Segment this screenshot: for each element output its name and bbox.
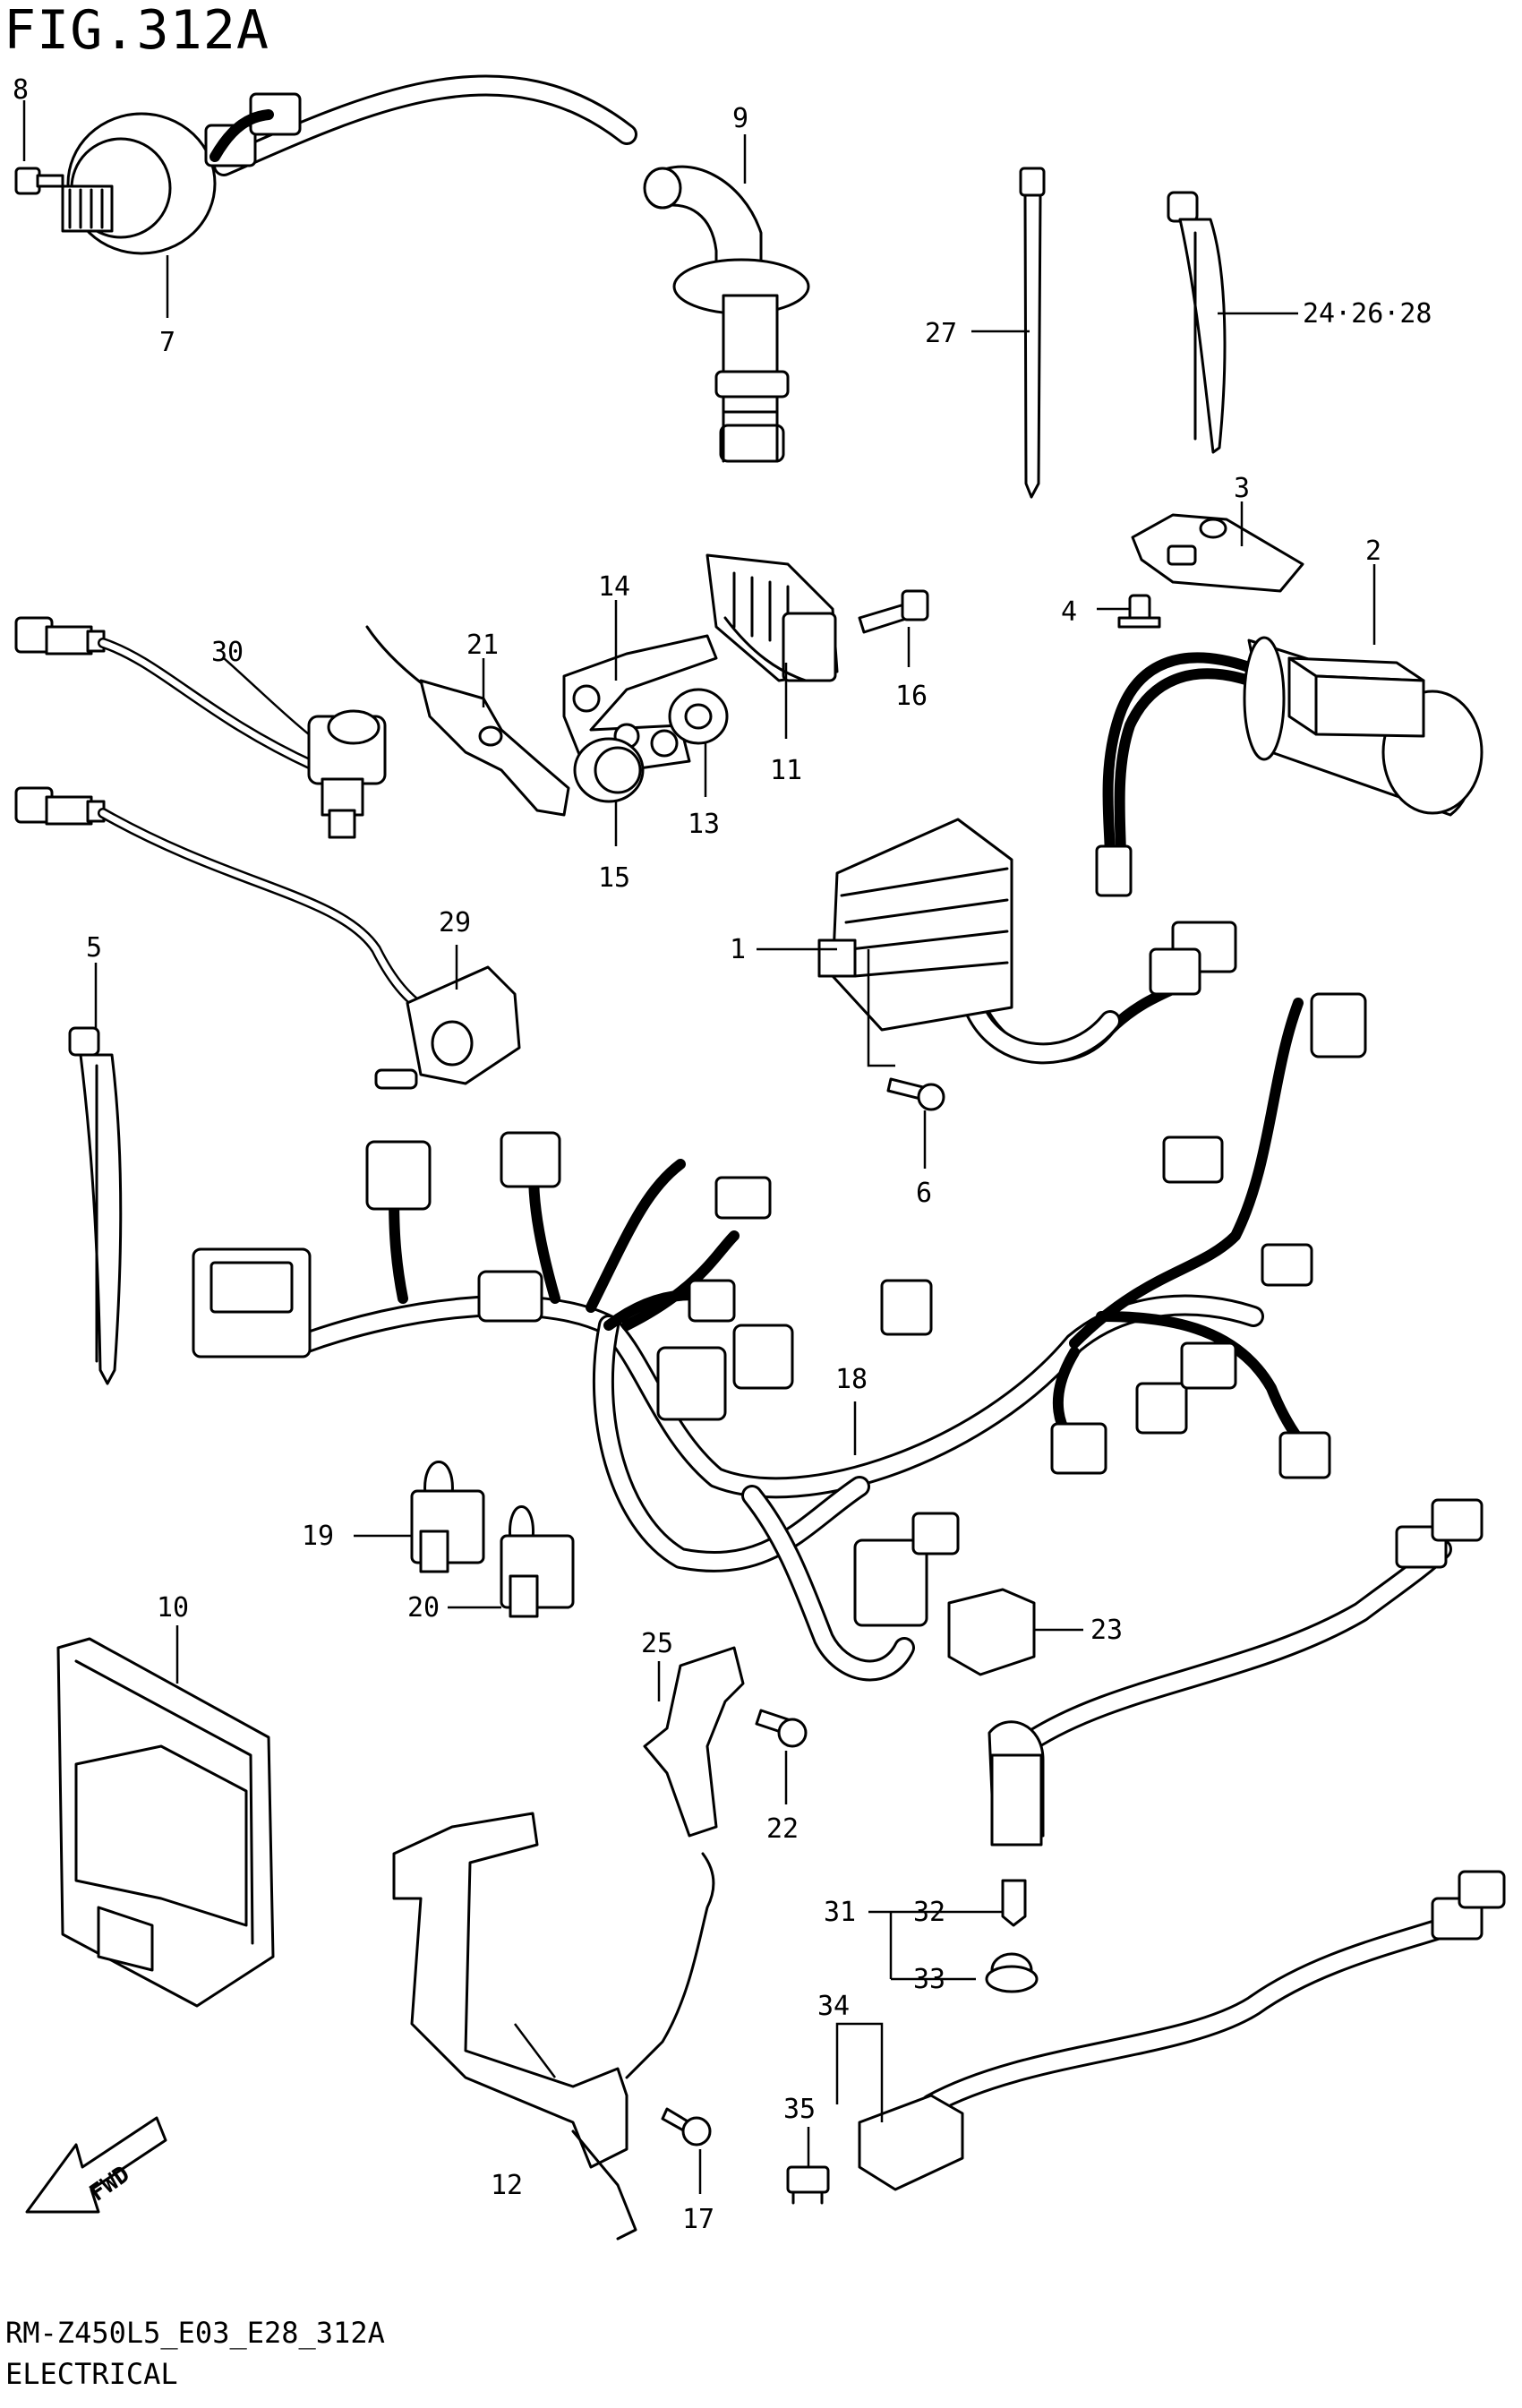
- callout-17: 17: [682, 2204, 714, 2235]
- callout-24-26-28: 24·26·28: [1303, 298, 1432, 330]
- callout-27: 27: [925, 318, 957, 349]
- part-4-screw: [1117, 594, 1161, 629]
- part-29-sensor: [14, 786, 521, 1090]
- part-11-relay: [705, 553, 839, 682]
- callout-31: 31: [824, 1897, 856, 1928]
- callout-25: 25: [641, 1628, 673, 1659]
- part-8-screw: [14, 167, 64, 195]
- callout-12: 12: [491, 2170, 523, 2201]
- callout-4: 4: [1061, 596, 1077, 628]
- callout-21: 21: [466, 630, 499, 661]
- part-30-sensor: [14, 616, 387, 839]
- part-20-connector: [500, 1505, 575, 1618]
- callout-2: 2: [1365, 536, 1381, 567]
- callout-labels: 8 7 9 27 24·26·28 3 2 4 30 21 14 16 11 1…: [13, 74, 1432, 2235]
- callout-11: 11: [770, 755, 802, 786]
- callout-9: 9: [732, 103, 748, 134]
- part-33-cap: [985, 1952, 1039, 1993]
- callout-10: 10: [157, 1592, 189, 1624]
- callout-6: 6: [916, 1178, 932, 1209]
- part-22-screw: [755, 1709, 808, 1748]
- callout-7: 7: [159, 327, 175, 358]
- fwd-arrow-icon: FWD: [25, 2116, 167, 2214]
- part-21-bracket: [365, 625, 570, 817]
- callout-23: 23: [1090, 1615, 1123, 1646]
- callout-16: 16: [895, 681, 928, 712]
- callout-14: 14: [598, 571, 630, 603]
- part-27-cable-tie: [1019, 167, 1046, 499]
- leader-lines: [22, 100, 1376, 2194]
- callout-18: 18: [835, 1364, 868, 1395]
- callout-15: 15: [598, 862, 630, 894]
- part-35-fuse: [786, 2165, 830, 2205]
- part-24-26-28-cable-tie: [1167, 191, 1227, 454]
- part-3-bracket: [1131, 513, 1304, 593]
- callout-30: 30: [211, 637, 244, 668]
- part-32-clip: [1001, 1879, 1027, 1927]
- callout-20: 20: [407, 1592, 440, 1624]
- part-12-bracket: [392, 1812, 715, 2241]
- part-19-connector: [410, 1461, 485, 1573]
- part-5-cable-tie: [68, 1026, 123, 1385]
- figure-title: FIG.312A: [4, 0, 269, 62]
- callout-35: 35: [783, 2094, 816, 2125]
- section-name: ELECTRICAL: [5, 2357, 178, 2391]
- part-25-bracket: [643, 1646, 745, 1838]
- callout-32: 32: [913, 1897, 945, 1928]
- callout-8: 8: [13, 74, 29, 106]
- part-10-ecm: [56, 1637, 275, 2008]
- callout-1: 1: [730, 934, 746, 965]
- part-17-screw: [661, 2107, 712, 2147]
- part-18-wiring-harness: [192, 992, 1367, 1682]
- callout-34: 34: [817, 1991, 850, 2022]
- part-1-regulator-rectifier: [817, 818, 1237, 1065]
- callout-13: 13: [688, 809, 720, 840]
- callout-33: 33: [913, 1964, 945, 1995]
- part-31-cap-assembly: [988, 1498, 1484, 1847]
- part-9-spark-plug-cap: [643, 165, 810, 463]
- part-7-magneto-coil: [61, 74, 637, 255]
- part-13-grommet: [668, 688, 729, 745]
- part-23-cover: [947, 1588, 1036, 1676]
- part-34-connector: [858, 1870, 1506, 2191]
- callout-5: 5: [86, 932, 102, 964]
- callout-29: 29: [439, 907, 471, 938]
- callout-19: 19: [302, 1521, 334, 1552]
- callout-22: 22: [766, 1813, 799, 1845]
- part-6-screw: [886, 1077, 945, 1111]
- part-16-screw: [858, 589, 929, 634]
- model-code: RM-Z450L5_E03_E28_312A: [5, 2316, 385, 2350]
- part-15-grommet: [573, 737, 645, 803]
- callout-3: 3: [1234, 473, 1250, 504]
- part-2-condenser: [1095, 636, 1484, 897]
